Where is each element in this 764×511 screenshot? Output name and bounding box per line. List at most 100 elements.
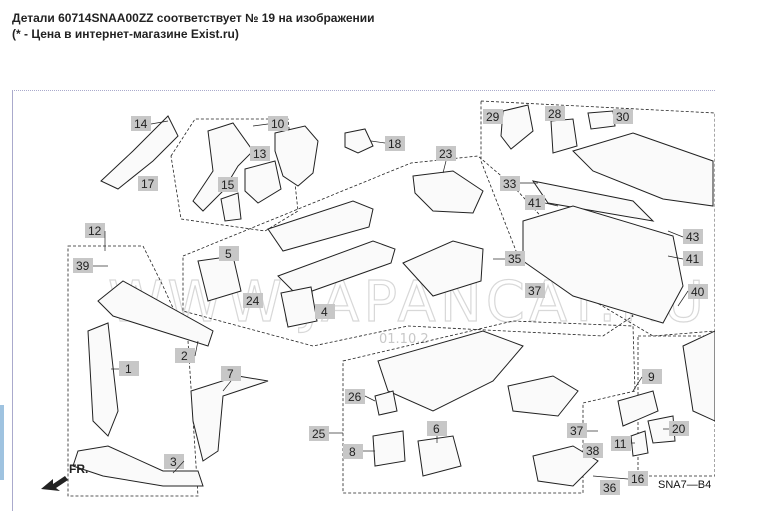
callout-10: 10 (268, 116, 288, 131)
svg-text:38: 38 (586, 444, 600, 458)
svg-text:18: 18 (388, 137, 402, 151)
part-7-side-support (190, 375, 269, 462)
part-28-bracket (550, 118, 578, 154)
part-13-gusset (244, 160, 282, 204)
front-direction-arrow-icon: FR. (41, 462, 88, 491)
callout-25: 25 (309, 426, 329, 441)
svg-text:40: 40 (691, 285, 705, 299)
svg-text:28: 28 (548, 107, 562, 121)
part-8-brace (372, 430, 406, 467)
part-mid-frame (402, 240, 484, 297)
part-29-bracket (500, 104, 534, 150)
part-1-side-support (87, 322, 119, 437)
callout-6: 6 (427, 421, 447, 436)
callout-2: 2 (175, 348, 195, 363)
callout-18: 18 (385, 136, 405, 151)
svg-text:24: 24 (246, 294, 260, 308)
svg-text:12: 12 (88, 224, 102, 238)
part-4-panel (280, 286, 318, 328)
svg-text:15: 15 (221, 178, 235, 192)
svg-text:4: 4 (321, 305, 328, 319)
parts-diagram: WWW.JAPANCAT.RU 01.10.2 (12, 90, 715, 511)
callout-4: 4 (315, 304, 335, 319)
svg-text:33: 33 (503, 177, 517, 191)
svg-text:2: 2 (181, 349, 188, 363)
callout-38: 38 (583, 443, 603, 458)
callout-5: 5 (219, 246, 239, 261)
callout-15: 15 (218, 177, 238, 192)
callout-16: 16 (628, 471, 648, 486)
svg-text:25: 25 (312, 427, 326, 441)
svg-text:7: 7 (227, 367, 234, 381)
callout-37b: 37 (567, 423, 587, 438)
svg-text:41: 41 (686, 252, 700, 266)
part-23-wheelhouse (412, 170, 484, 214)
svg-text:26: 26 (348, 390, 362, 404)
direction-label: FR. (69, 462, 88, 476)
callout-30: 30 (613, 109, 633, 124)
group-outline-lower-right (637, 335, 715, 477)
watermark-date: 01.10.2 (379, 332, 429, 347)
group-outline-lower-middle (342, 320, 636, 494)
part-26-bracket (374, 390, 398, 416)
svg-text:36: 36 (603, 481, 617, 495)
part-6-mount (417, 435, 462, 477)
svg-text:10: 10 (271, 117, 285, 131)
part-15-plate (220, 192, 242, 222)
callout-7: 7 (221, 366, 241, 381)
callout-26: 26 (345, 389, 365, 404)
svg-text:35: 35 (508, 252, 522, 266)
callout-9: 9 (642, 369, 662, 384)
callout-43: 43 (683, 229, 703, 244)
svg-text:29: 29 (486, 110, 500, 124)
group-outline-left (67, 245, 199, 497)
callout-28: 28 (545, 106, 565, 121)
svg-text:9: 9 (648, 370, 655, 384)
callout-14: 14 (131, 116, 151, 131)
svg-text:14: 14 (134, 117, 148, 131)
svg-text:17: 17 (141, 177, 155, 191)
svg-text:30: 30 (616, 110, 630, 124)
svg-text:8: 8 (349, 445, 356, 459)
callout-11: 11 (611, 436, 631, 451)
svg-text:20: 20 (672, 422, 686, 436)
part-14-bracket (100, 115, 179, 190)
callout-23: 23 (436, 146, 456, 161)
part-3-lower-bulkhead (72, 445, 204, 487)
callout-40: 40 (688, 284, 708, 299)
part-dashboard-upper (572, 132, 714, 207)
callout-24: 24 (243, 293, 263, 308)
svg-text:16: 16 (631, 472, 645, 486)
part-dashboard-lower (522, 205, 684, 324)
part-30-clip (587, 110, 616, 130)
diagram-code: SNA7—B4 (658, 479, 711, 491)
callout-39: 39 (73, 258, 93, 273)
callout-12: 12 (85, 223, 105, 238)
svg-text:43: 43 (686, 230, 700, 244)
svg-text:37: 37 (528, 284, 542, 298)
callout-20: 20 (669, 421, 689, 436)
parts-diagram-svg: WWW.JAPANCAT.RU 01.10.2 (41, 100, 715, 497)
svg-text:6: 6 (433, 422, 440, 436)
part-16-bracket (532, 445, 599, 487)
svg-text:11: 11 (614, 437, 627, 451)
callout-36: 36 (600, 480, 620, 495)
part-20-bracket (647, 415, 676, 444)
svg-text:39: 39 (76, 259, 90, 273)
callout-29: 29 (483, 109, 503, 124)
header-title: Детали 60714SNAA00ZZ соответствует № 19 … (12, 11, 375, 25)
callout-17: 17 (138, 176, 158, 191)
svg-text:1: 1 (125, 362, 132, 376)
svg-text:37: 37 (570, 424, 584, 438)
svg-text:5: 5 (225, 247, 232, 261)
part-9-brace (617, 390, 659, 427)
part-19-shock-tower (274, 125, 319, 187)
part-floor-rail (377, 330, 524, 412)
callout-37a: 37 (525, 283, 545, 298)
part-floor-tunnel (507, 375, 579, 417)
part-18-bracket (344, 128, 374, 154)
part-22-pillar (682, 330, 715, 422)
callout-13: 13 (250, 146, 270, 161)
callout-35: 35 (505, 251, 525, 266)
callout-41b: 41 (683, 251, 703, 266)
